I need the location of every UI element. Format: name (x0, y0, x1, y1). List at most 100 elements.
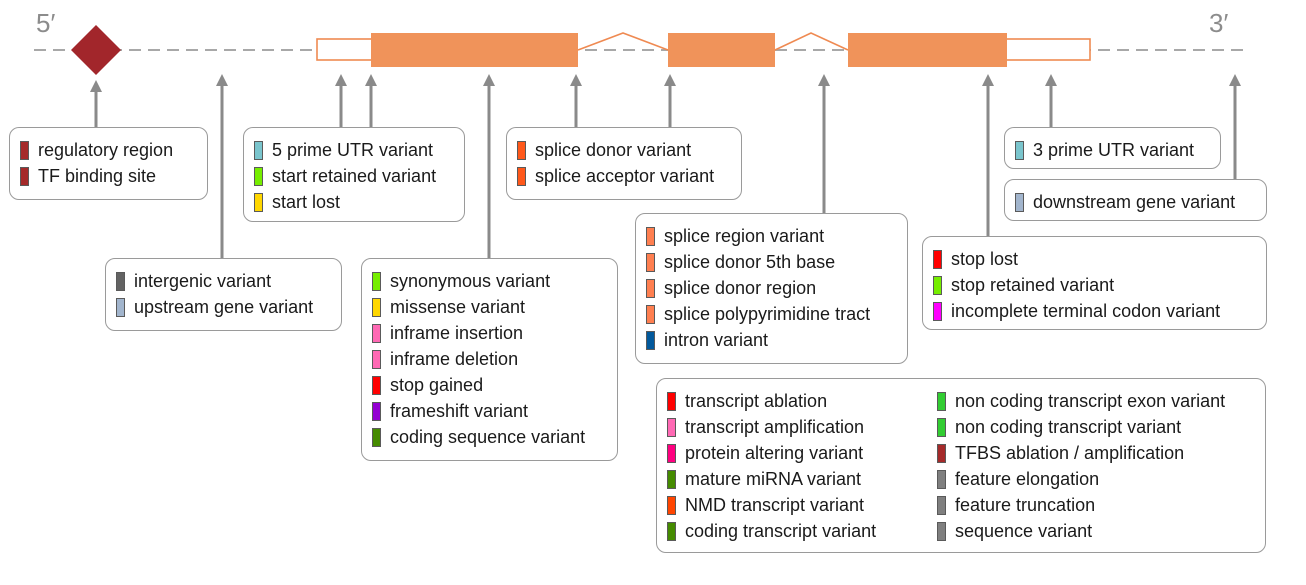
color-swatch (937, 495, 946, 515)
legend-item: splice donor region (646, 275, 897, 301)
legend-item-label: TF binding site (38, 165, 157, 186)
legend-item: non coding transcript exon variant (937, 388, 1225, 414)
regulatory-feature-diamond (71, 25, 121, 75)
color-swatch (667, 469, 676, 489)
legend-item-label: feature elongation (955, 468, 1100, 489)
legend-item: feature elongation (937, 466, 1225, 492)
legend-item-label: inframe deletion (390, 348, 519, 369)
color-swatch (254, 140, 263, 160)
legend-item: non coding transcript variant (937, 414, 1225, 440)
legend-item-label: transcript ablation (685, 390, 828, 411)
color-swatch (116, 297, 125, 317)
legend-item-label: stop retained variant (951, 274, 1115, 295)
legend-item: inframe insertion (372, 320, 607, 346)
legend-item: splice acceptor variant (517, 163, 731, 189)
legend-item: TF binding site (20, 163, 197, 189)
legend-box: splice region variant splice donor 5th ba… (635, 213, 908, 364)
legend-item-label: sequence variant (955, 520, 1093, 541)
legend-item: regulatory region (20, 137, 197, 163)
color-swatch (372, 349, 381, 369)
legend-item: stop retained variant (933, 272, 1256, 298)
legend-item: intron variant (646, 327, 897, 353)
legend-item-label: non coding transcript variant (955, 416, 1182, 437)
color-swatch (372, 297, 381, 317)
exon-3 (848, 33, 1007, 67)
color-swatch (1015, 192, 1024, 212)
utr3-box (1004, 38, 1091, 61)
legend-item: splice donor 5th base (646, 249, 897, 275)
legend-item: coding transcript variant (667, 518, 876, 544)
color-swatch (933, 249, 942, 269)
legend-item: transcript amplification (667, 414, 876, 440)
color-swatch (20, 140, 29, 160)
color-swatch (937, 469, 946, 489)
legend-item-label: intergenic variant (134, 270, 272, 291)
legend-item-label: coding transcript variant (685, 520, 877, 541)
legend-item: splice region variant (646, 223, 897, 249)
legend-item-label: start retained variant (272, 165, 437, 186)
legend-item-label: intron variant (664, 329, 769, 350)
color-swatch (667, 443, 676, 463)
utr5-box (316, 38, 374, 61)
legend-item: start lost (254, 189, 454, 215)
legend-item: 5 prime UTR variant (254, 137, 454, 163)
color-swatch (116, 271, 125, 291)
legend-item-label: splice donor 5th base (664, 251, 836, 272)
legend-item-label: transcript amplification (685, 416, 865, 437)
legend-item: downstream gene variant (1015, 189, 1256, 215)
legend-item-label: coding sequence variant (390, 426, 586, 447)
legend-item-label: synonymous variant (390, 270, 551, 291)
color-swatch (646, 278, 655, 298)
legend-item: missense variant (372, 294, 607, 320)
intron-2 (774, 32, 849, 51)
legend-item-label: splice region variant (664, 225, 825, 246)
color-swatch (937, 417, 946, 437)
legend-item-label: start lost (272, 191, 341, 212)
color-swatch (667, 391, 676, 411)
color-swatch (667, 495, 676, 515)
legend-box: 3 prime UTR variant (1004, 127, 1221, 169)
intron-1 (577, 32, 669, 51)
legend-item: splice polypyrimidine tract (646, 301, 897, 327)
color-swatch (933, 275, 942, 295)
legend-item-label: splice donor region (664, 277, 817, 298)
legend-item: inframe deletion (372, 346, 607, 372)
color-swatch (372, 323, 381, 343)
legend-item: coding sequence variant (372, 424, 607, 450)
color-swatch (646, 330, 655, 350)
color-swatch (937, 391, 946, 411)
legend-box: intergenic variant upstream gene variant (105, 258, 342, 331)
legend-item: NMD transcript variant (667, 492, 876, 518)
legend-item: mature miRNA variant (667, 466, 876, 492)
legend-item-label: frameshift variant (390, 400, 529, 421)
legend-box: 5 prime UTR variant start retained varian… (243, 127, 465, 222)
legend-item: feature truncation (937, 492, 1225, 518)
legend-item-label: 3 prime UTR variant (1033, 139, 1195, 160)
legend-item: 3 prime UTR variant (1015, 137, 1210, 163)
color-swatch (254, 192, 263, 212)
legend-item-label: downstream gene variant (1033, 191, 1236, 212)
legend-item-label: protein altering variant (685, 442, 864, 463)
color-swatch (372, 427, 381, 447)
color-swatch (646, 304, 655, 324)
color-swatch (937, 443, 946, 463)
color-swatch (646, 226, 655, 246)
legend-item: synonymous variant (372, 268, 607, 294)
legend-item-label: splice donor variant (535, 139, 692, 160)
legend-item: sequence variant (937, 518, 1225, 544)
legend-item-label: 5 prime UTR variant (272, 139, 434, 160)
legend-item-label: upstream gene variant (134, 296, 314, 317)
five-prime-label: 5′ (36, 8, 56, 38)
legend-box: splice donor variant splice acceptor vari… (506, 127, 742, 200)
color-swatch (1015, 140, 1024, 160)
legend-item: splice donor variant (517, 137, 731, 163)
legend-item-label: NMD transcript variant (685, 494, 865, 515)
color-swatch (667, 521, 676, 541)
legend-box-other: transcript ablation transcript amplificat… (656, 378, 1266, 553)
legend-column: transcript ablation transcript amplificat… (667, 388, 876, 544)
